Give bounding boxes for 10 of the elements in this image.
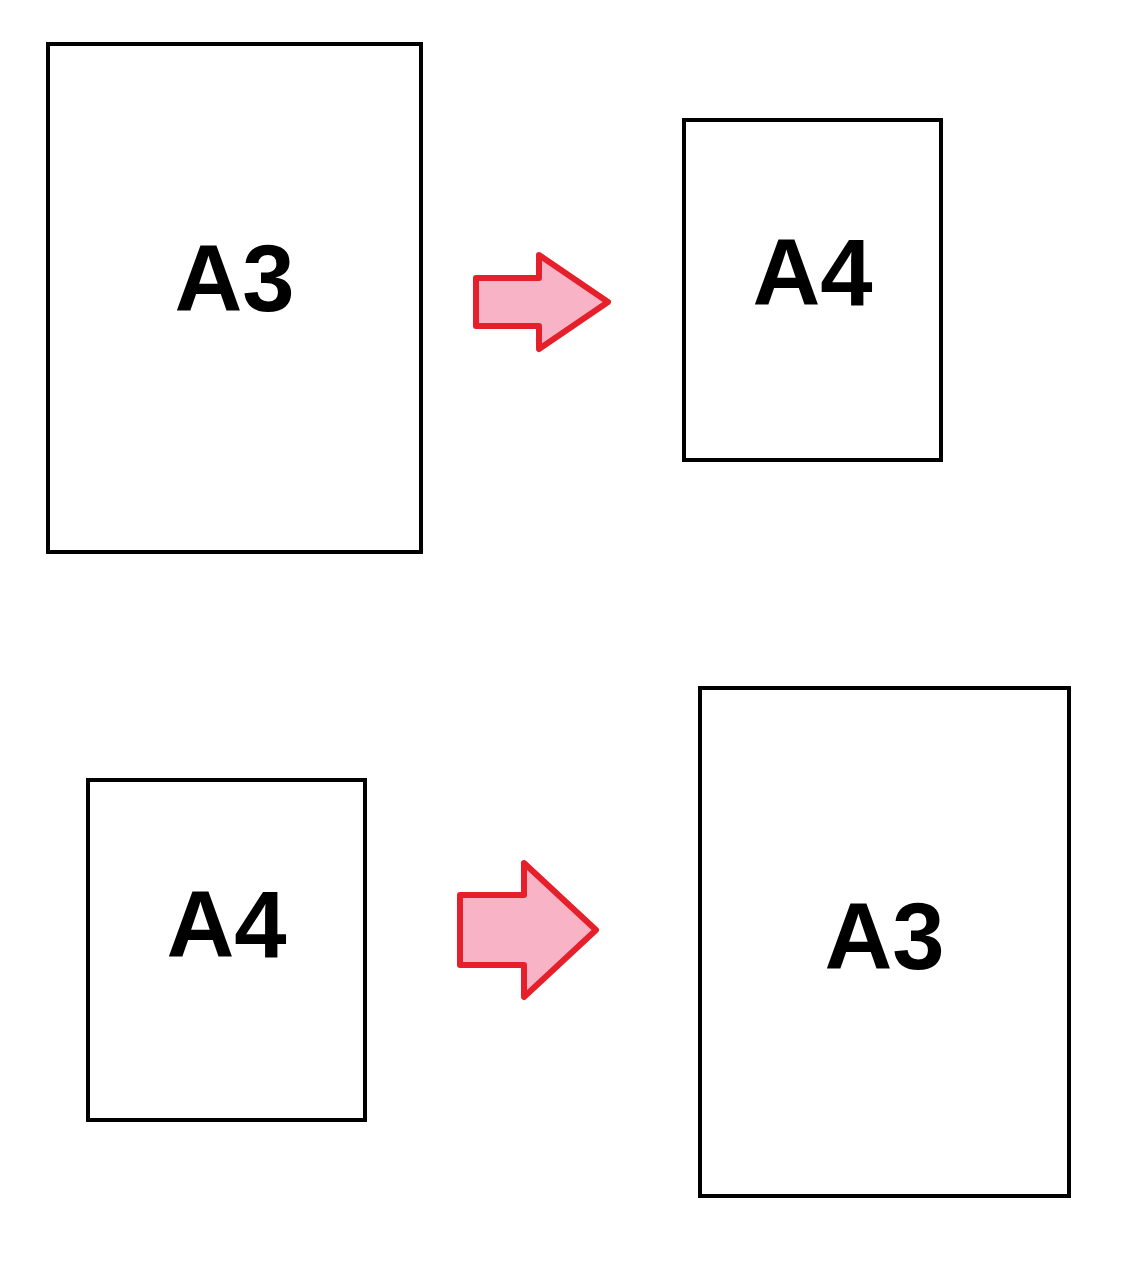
sheet-size-label: A3 xyxy=(174,232,295,326)
paper-sheet xyxy=(46,42,423,554)
paper-sheet xyxy=(698,686,1071,1198)
sheet-size-label: A4 xyxy=(752,226,873,320)
block-arrow xyxy=(473,252,611,352)
block-arrow xyxy=(457,860,599,1000)
paper-sheet xyxy=(682,118,943,462)
sheet-size-label: A3 xyxy=(824,890,945,984)
paper-sheet xyxy=(86,778,367,1122)
sheet-size-label: A4 xyxy=(166,878,287,972)
